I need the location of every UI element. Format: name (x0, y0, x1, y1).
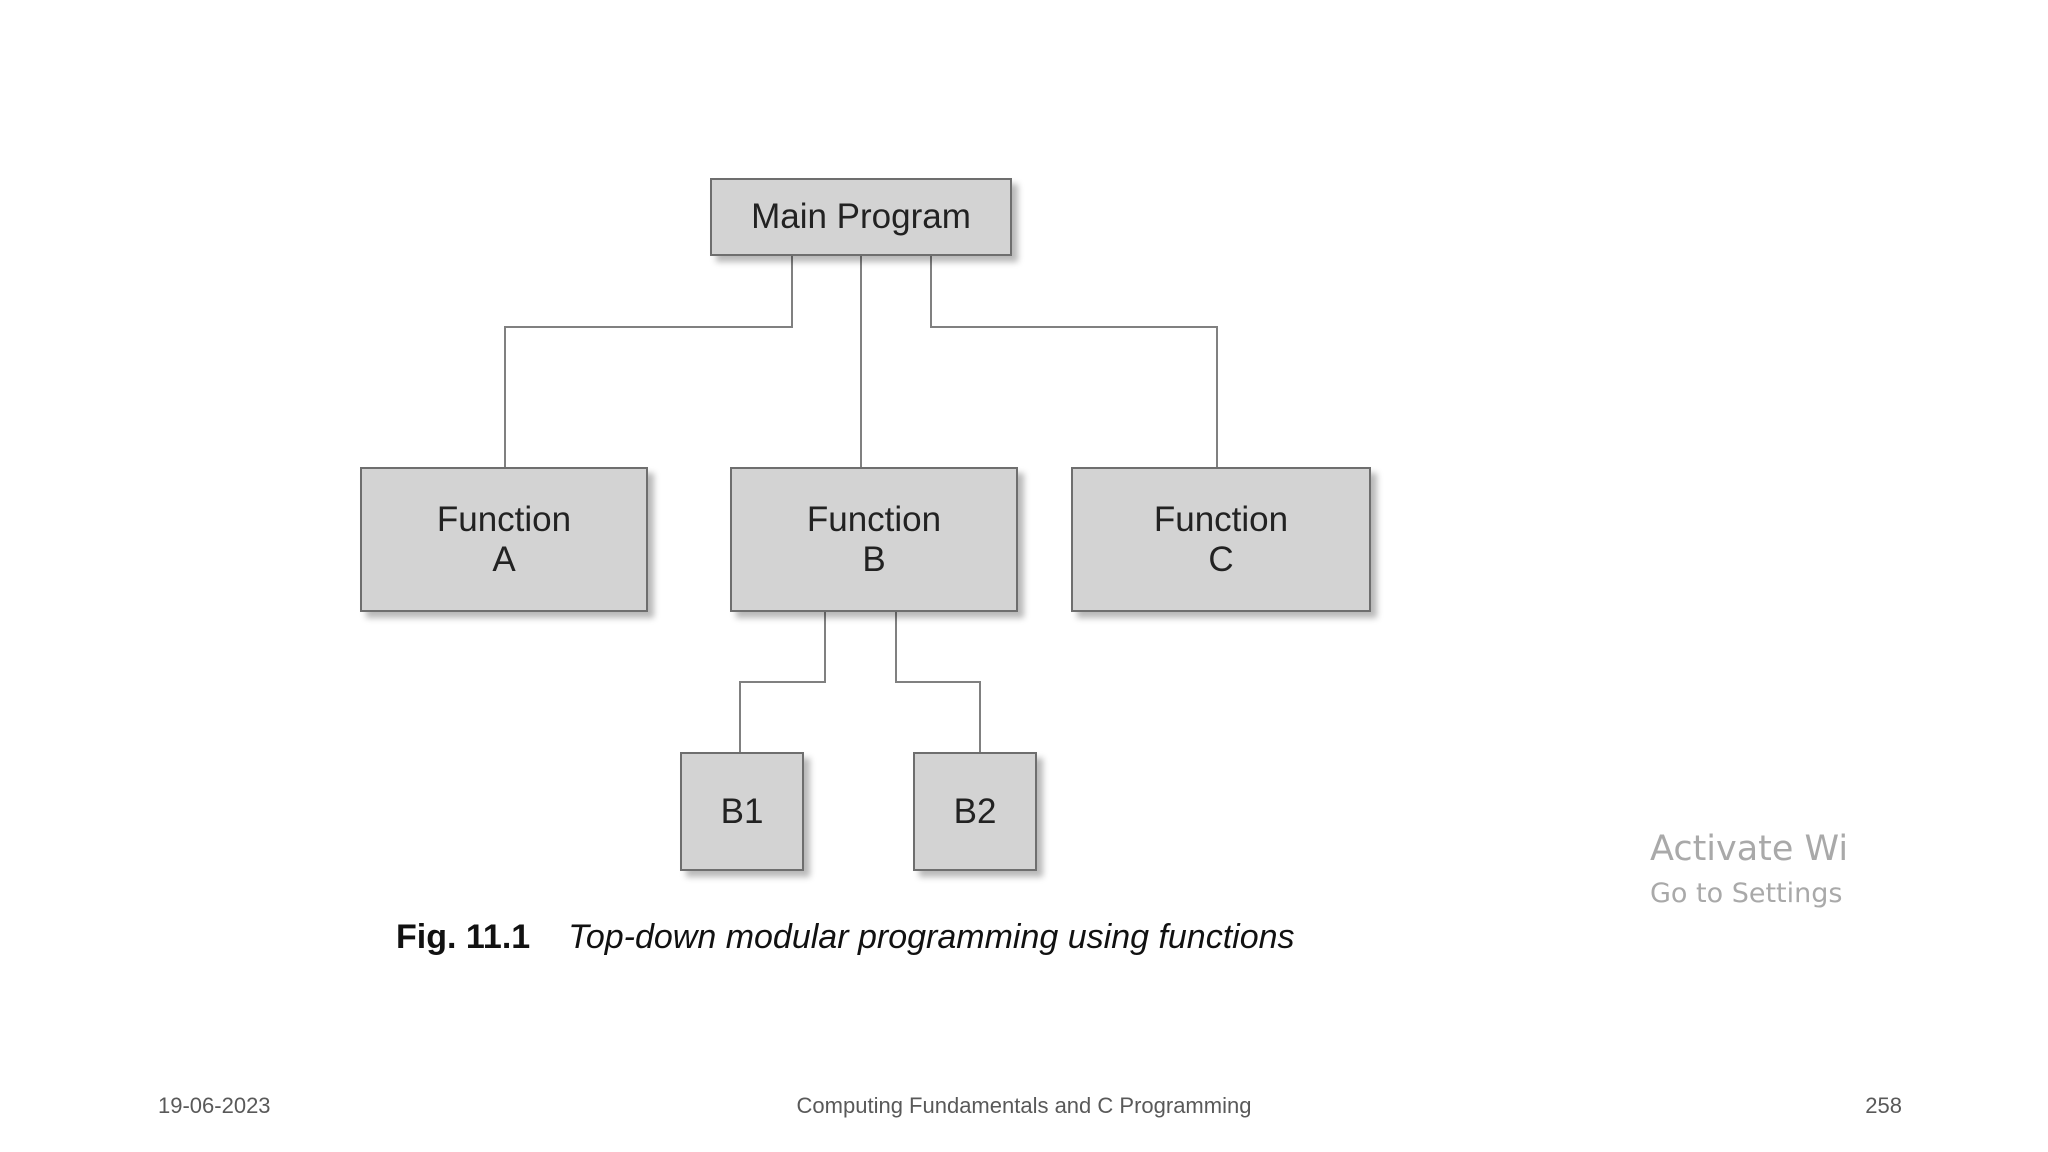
connector-b-to-b1 (739, 612, 826, 752)
activation-watermark-subtitle: Go to Settings t (1650, 878, 1850, 909)
node-label: Main Program (751, 197, 971, 236)
node-b1: B1 (680, 752, 804, 871)
activation-watermark-title: Activate Wi (1650, 829, 1846, 869)
node-label: Function (806, 499, 942, 539)
footer-date: 19-06-2023 (158, 1093, 271, 1118)
slide-number: 258 (1865, 1093, 1902, 1118)
connector-b-to-b2 (895, 612, 981, 752)
connector-main-to-a (504, 256, 793, 467)
connector-main-to-c (930, 256, 1218, 467)
footer-title: Computing Fundamentals and C Programming (796, 1093, 1252, 1118)
node-label: Function (1153, 499, 1289, 539)
node-b2: B2 (913, 752, 1037, 871)
figure-caption: Fig. 11.1 Top-down modular programming us… (396, 918, 1295, 957)
node-sublabel: C (1208, 539, 1234, 579)
node-label: B2 (953, 791, 997, 831)
node-function-b: Function B (730, 467, 1018, 612)
node-function-c: Function C (1071, 467, 1371, 612)
node-function-a: Function A (360, 467, 648, 612)
node-sublabel: A (492, 539, 516, 579)
node-main-program: Main Program (710, 178, 1012, 256)
node-label: B1 (720, 791, 764, 831)
figure-caption-text: Top-down modular programming using funct… (568, 918, 1295, 956)
figure-number: Fig. 11.1 (396, 918, 531, 956)
node-sublabel: B (862, 539, 886, 579)
node-label: Function (436, 499, 572, 539)
